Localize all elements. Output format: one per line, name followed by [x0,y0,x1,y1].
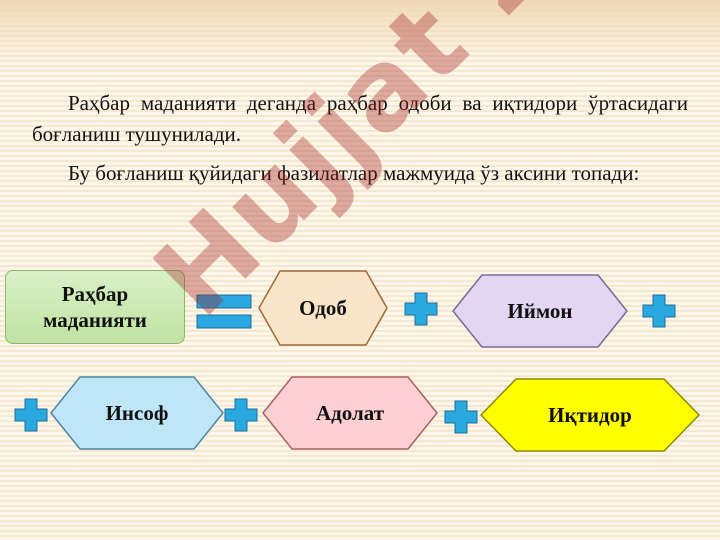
plus-icon [444,400,478,434]
insof-label: Инсоф [105,400,169,425]
iqtidor-label: Иқтидор [548,402,632,427]
iymon-hexagon: Иймон [452,274,628,348]
leadership-culture-line1: Раҳбар [61,282,129,306]
paragraph-qualities-intro: Бу боғланиш қуйидаги фазилатлар мажмуида… [68,161,640,185]
iymon-label: Иймон [507,298,573,323]
adolat-hexagon: Адолат [262,376,438,450]
paragraph-definition: Раҳбар маданияти деганда раҳбар одоби ва… [32,91,688,146]
odob-label: Одоб [299,295,347,320]
plus-icon [404,292,438,326]
leadership-culture-box: Раҳбар маданияти [5,270,185,344]
plus-icon [642,294,676,328]
plus-icon [224,398,258,432]
top-decorative-band [0,0,720,60]
leadership-culture-line2: маданияти [43,308,147,332]
equals-icon [196,294,252,330]
iqtidor-hexagon: Иқтидор [480,378,700,452]
odob-hexagon: Одоб [258,270,388,346]
insof-hexagon: Инсоф [50,376,224,450]
plus-icon [14,398,48,432]
adolat-label: Адолат [315,400,385,425]
